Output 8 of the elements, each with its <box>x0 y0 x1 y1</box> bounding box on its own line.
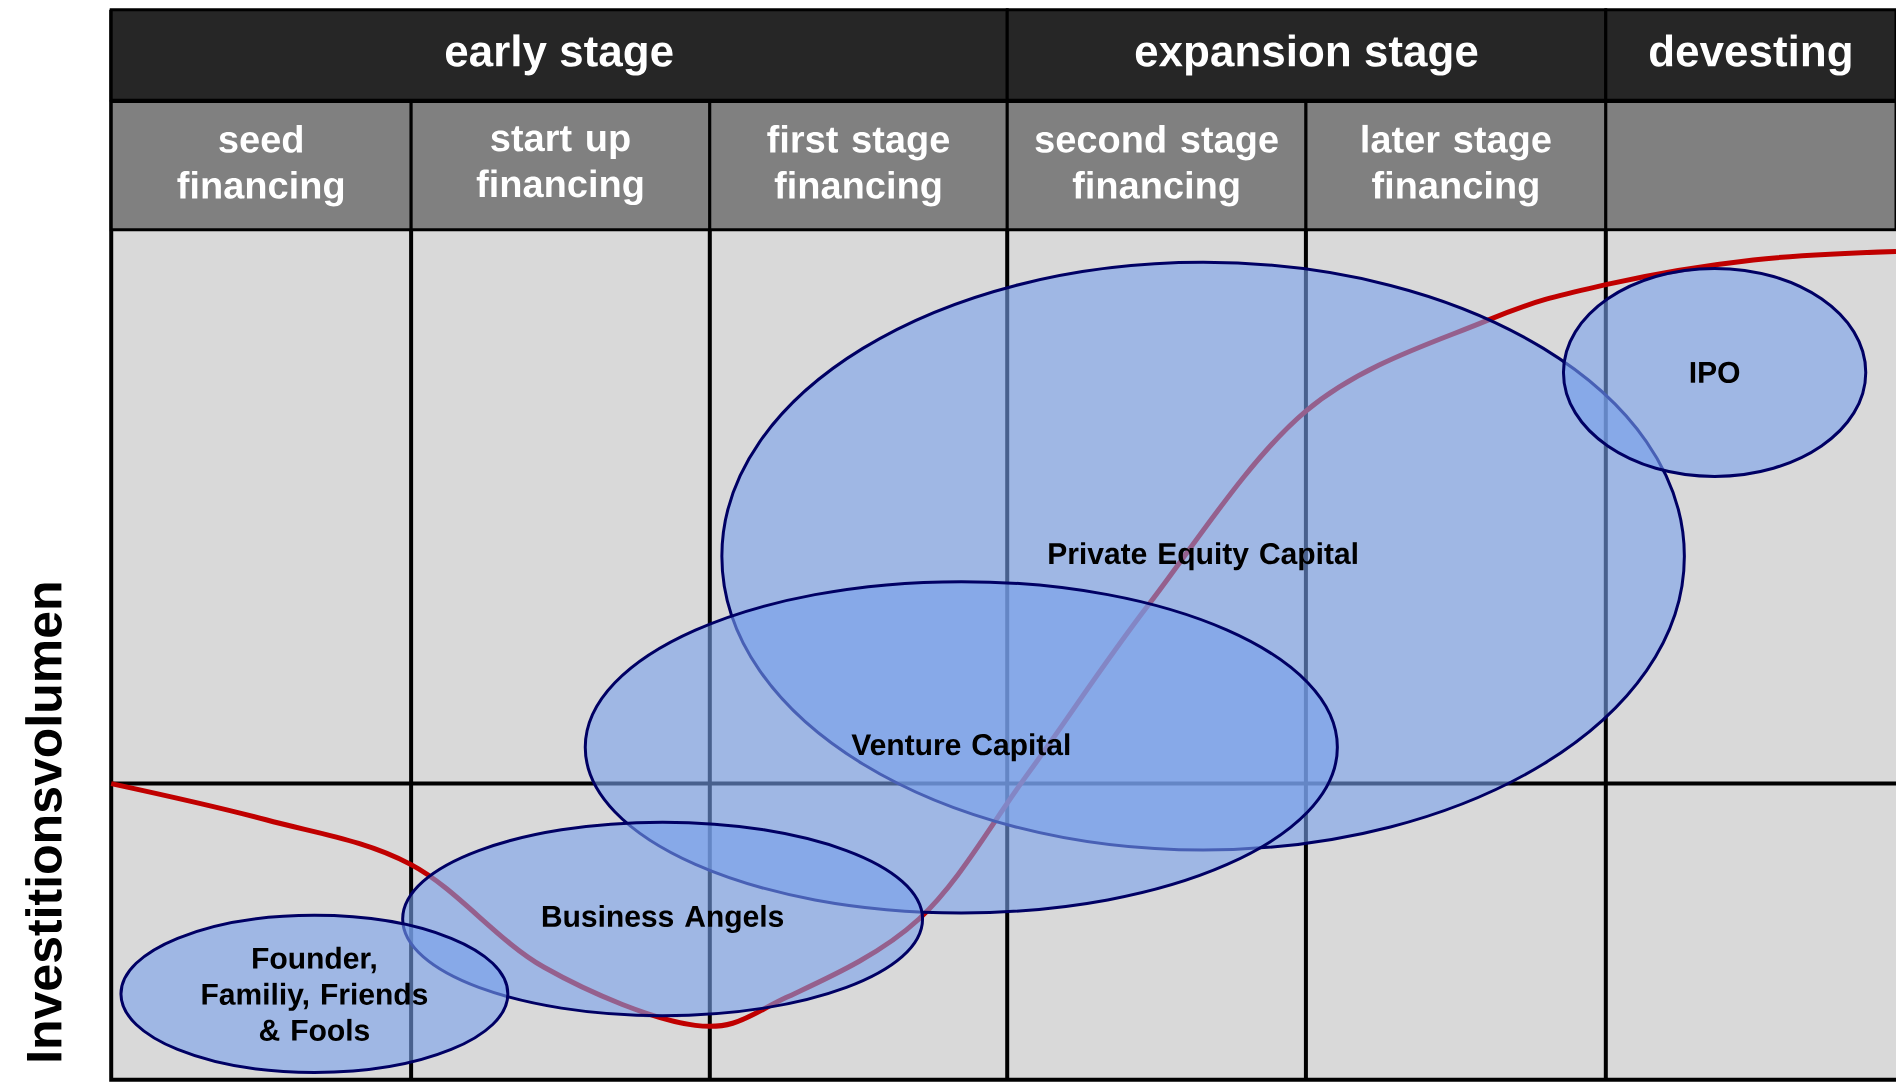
axis-label: Investitionsvolumen <box>25 583 62 1061</box>
stage-header: devesting <box>1604 8 1896 102</box>
stage-header: early stage <box>109 8 1009 102</box>
phase-header: later stage financing <box>1304 100 1608 232</box>
phase-header: second stage financing <box>1005 100 1308 232</box>
phase-header: seed financing <box>109 100 413 232</box>
phase-header: start up financing <box>409 100 712 232</box>
phase-header: first stage financing <box>708 100 1009 232</box>
